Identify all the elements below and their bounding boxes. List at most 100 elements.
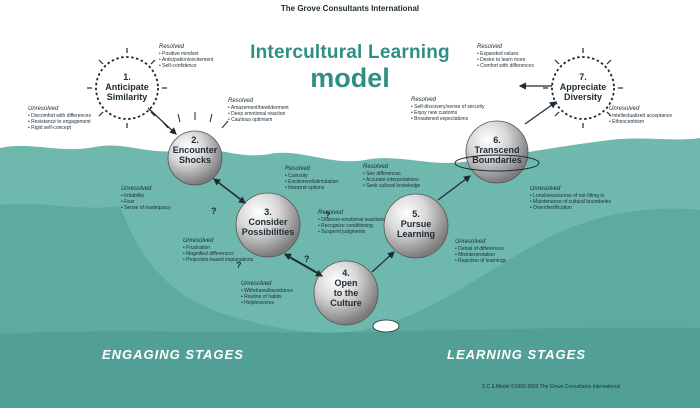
list-item: Magnified differences bbox=[183, 251, 253, 257]
copyright-note: S.C.ILModel ©1993-2003 The Grove Consult… bbox=[482, 384, 621, 390]
list-item: Positive mindset bbox=[159, 51, 213, 57]
list-item: Routine of habits bbox=[241, 294, 293, 300]
list-item: Deep emotional reaction bbox=[228, 111, 289, 117]
list-item: Enjoy new customs bbox=[411, 110, 484, 116]
stage-2-resolved-block: ResolvedAmazement/bewildermentDeep emoti… bbox=[228, 98, 289, 123]
stage-6-sphere bbox=[465, 120, 529, 184]
stage-1-unresolved-block: UnresolvedDiscomfort with differencesRes… bbox=[28, 106, 91, 131]
question-marks: ? ? ? ? bbox=[211, 206, 331, 270]
stage-7-resolved-block: ResolvedExpanded valuesDesire to learn m… bbox=[477, 44, 534, 69]
list-item: Intellectualized acceptance bbox=[609, 113, 672, 119]
stage-5-unresolved-block: UnresolvedDenial of differencesMisinterp… bbox=[455, 239, 506, 264]
list-item: Anticipation/excitement bbox=[159, 57, 213, 63]
list-item: Denial of differences bbox=[455, 246, 506, 252]
stage-4-unresolved-block-a: UnresolvedFrustrationMagnified differenc… bbox=[183, 238, 253, 263]
list-item: Seek cultural knowledge bbox=[363, 183, 420, 189]
block-heading: Unresolved bbox=[121, 186, 152, 192]
engaging-stages-label: ENGAGING STAGES bbox=[102, 347, 244, 362]
list-item: Observe emotional reactions bbox=[318, 217, 385, 223]
list-item: Amazement/bewilderment bbox=[228, 105, 289, 111]
block-heading: Unresolved bbox=[455, 239, 486, 245]
list-item: Curiosity bbox=[285, 173, 338, 179]
svg-text:?: ? bbox=[325, 210, 331, 220]
stage-2-label: 2. Encounter Shocks bbox=[172, 135, 218, 165]
block-heading: Resolved bbox=[228, 98, 254, 104]
block-heading: Resolved bbox=[411, 97, 437, 103]
list-item: Excitement/stimulation bbox=[285, 179, 338, 185]
block-heading: Unresolved bbox=[28, 106, 59, 112]
stage-1-outline bbox=[95, 56, 159, 120]
block-heading: Unresolved bbox=[530, 186, 561, 192]
stage-3-resolved-block: ResolvedCuriosityExcitement/stimulationI… bbox=[285, 166, 338, 191]
list-item: Desire to learn more bbox=[477, 57, 534, 63]
stage-5-label: 5. Pursue Learning bbox=[396, 209, 435, 239]
stage-3-sphere bbox=[235, 192, 301, 258]
flow-arrows bbox=[147, 82, 557, 277]
list-item: Expanded values bbox=[477, 51, 534, 57]
list-item: Fear bbox=[121, 199, 171, 205]
block-heading: Resolved bbox=[318, 210, 344, 216]
list-item: Ethnocentrism bbox=[609, 119, 672, 125]
stage-1-label: 1. Anticipate Similarity bbox=[105, 72, 149, 102]
list-item: Rejection of learnings bbox=[455, 258, 506, 264]
learning-stages-label: LEARNING STAGES bbox=[447, 347, 586, 362]
block-heading: Unresolved bbox=[241, 281, 272, 287]
title-line-2: model bbox=[310, 63, 390, 93]
block-heading: Resolved bbox=[477, 44, 503, 50]
list-item: Suspend judgments bbox=[318, 229, 385, 235]
list-item: Cautious optimism bbox=[228, 117, 289, 123]
block-heading: Resolved bbox=[285, 166, 311, 172]
svg-text:?: ? bbox=[304, 254, 310, 264]
list-item: Self-discovery/sense of security bbox=[411, 104, 484, 110]
list-item: Irritability bbox=[121, 193, 171, 199]
block-heading: Resolved bbox=[159, 44, 185, 50]
stage-3-unresolved-block: UnresolvedIrritabilityFearSense of inade… bbox=[121, 186, 171, 211]
list-item: Broadened expectations bbox=[411, 116, 484, 122]
stage-6-unresolved-block: UnresolvedLoneliness/sense of not fittin… bbox=[530, 186, 611, 211]
stage-4-unresolved-block-b: UnresolvedWithdrawal/avoidanceRoutine of… bbox=[241, 281, 293, 306]
stage-2-splash bbox=[161, 112, 229, 129]
stage-1-resolved-block: ResolvedPositive mindsetAnticipation/exc… bbox=[159, 44, 213, 69]
list-item: Loneliness/sense of not fitting in bbox=[530, 193, 611, 199]
svg-text:?: ? bbox=[211, 206, 217, 216]
title-line-1: Intercultural Learning bbox=[250, 42, 450, 63]
svg-text:?: ? bbox=[236, 260, 242, 270]
list-item: Rigid self-concept bbox=[28, 125, 91, 131]
stage-4-label: 4. Open to the Culture bbox=[330, 268, 362, 308]
stage-7-unresolved-block: UnresolvedIntellectualized acceptanceEth… bbox=[609, 106, 672, 125]
list-item: Self-confidence bbox=[159, 63, 213, 69]
stage-7-outline bbox=[551, 56, 615, 120]
list-item: Recognize conditioning bbox=[318, 223, 385, 229]
list-item: Maintenance of cultural boundaries bbox=[530, 199, 611, 205]
list-item: Misinterpretation bbox=[455, 252, 506, 258]
stage-3-label: 3. Consider Possibilities bbox=[241, 207, 295, 237]
stage-5-resolved-block: ResolvedSee differencesAccurate interpre… bbox=[363, 164, 420, 189]
list-item: Frustration bbox=[183, 245, 253, 251]
list-item: Comfort with differences bbox=[477, 63, 534, 69]
block-heading: Resolved bbox=[363, 164, 389, 170]
shell bbox=[372, 319, 400, 333]
list-item: Projection-based explanations bbox=[183, 257, 253, 263]
stage-1-rays bbox=[87, 48, 167, 128]
list-item: Withdrawal/avoidance bbox=[241, 288, 293, 294]
block-heading: Unresolved bbox=[609, 106, 640, 112]
stage-7-label: 7. Appreciate Diversity bbox=[559, 72, 607, 102]
stage-2-sphere bbox=[167, 130, 223, 186]
list-item: Accurate interpretations bbox=[363, 177, 420, 183]
stage-4-resolved-block: ResolvedObserve emotional reactionsRecog… bbox=[318, 210, 385, 235]
stage-6-ripple bbox=[454, 154, 540, 172]
list-item: Discomfort with differences bbox=[28, 113, 91, 119]
list-item: Resistance to engagement bbox=[28, 119, 91, 125]
list-item: See differences bbox=[363, 171, 420, 177]
stage-6-label: 6. Transcend Boundaries bbox=[472, 135, 522, 165]
deep-water bbox=[0, 203, 700, 408]
block-heading: Unresolved bbox=[183, 238, 214, 244]
publisher-name: The Grove Consultants International bbox=[280, 4, 420, 13]
stage-6-resolved-block: ResolvedSelf-discovery/sense of security… bbox=[411, 97, 484, 122]
list-item: Sense of inadequacy bbox=[121, 205, 171, 211]
sea-floor-band bbox=[0, 327, 700, 408]
list-item: Helplessness bbox=[241, 300, 293, 306]
list-item: Interpret options bbox=[285, 185, 338, 191]
